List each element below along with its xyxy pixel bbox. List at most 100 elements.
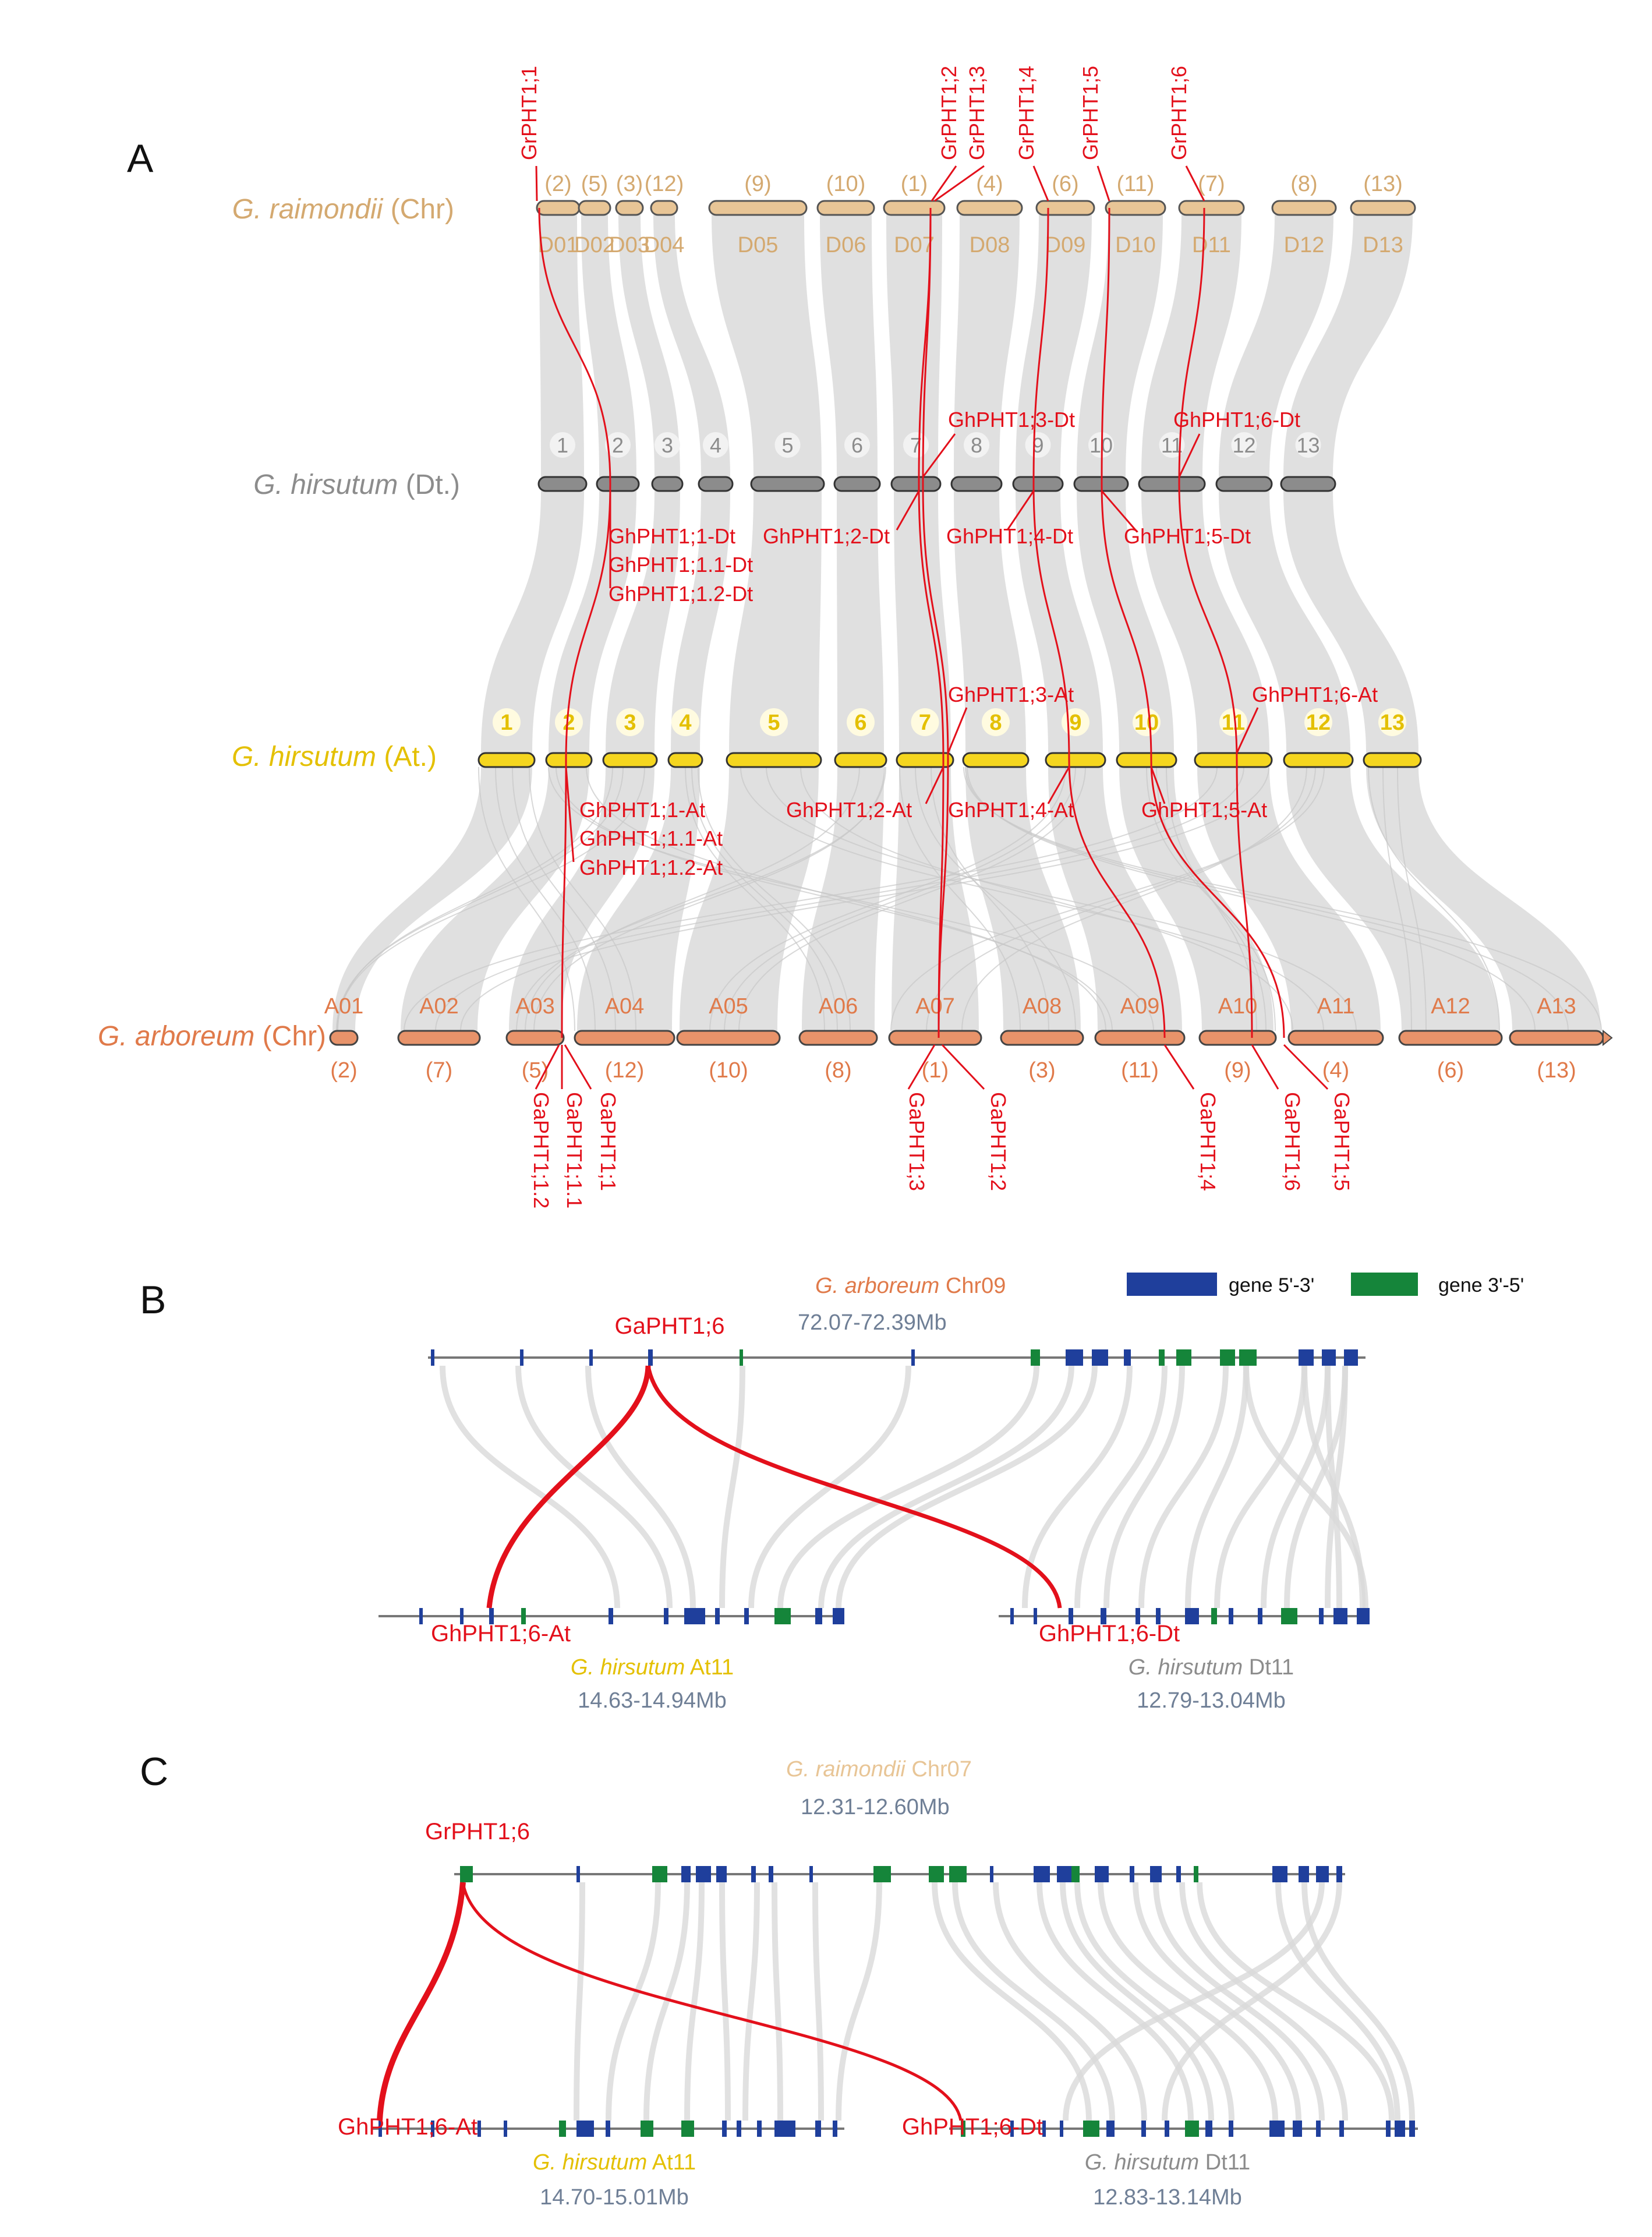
synteny-ribbon-at-a-3 <box>577 767 700 1031</box>
panel-c-ribbon-23 <box>1162 1882 1342 2121</box>
gr-gene-leader-3 <box>934 165 985 202</box>
synteny-ribbon-at-a-12 <box>1366 767 1601 1031</box>
panel-c-top-gene-2 <box>576 1866 580 1882</box>
arboreum-chromosome-9 <box>1094 1030 1186 1046</box>
panel-b-top-gene-4 <box>648 1349 653 1366</box>
panel-b-bottom-right-gene-9 <box>1229 1608 1233 1624</box>
arboreum-chr-name-1: A01 <box>324 994 364 1019</box>
hirsutum-dt-number-12: 12 <box>1232 433 1255 457</box>
at-gene-label-7: GhPHT1;5-At <box>1141 798 1267 822</box>
gr-gene-label-1: GrPHT1;1 <box>517 66 541 160</box>
panel-c-ribbon-10 <box>952 1882 1115 2121</box>
synteny-line-at-a-36 <box>435 766 1244 1031</box>
raimondii-italic: G. raimondii <box>232 194 384 225</box>
at-gene-leader-5 <box>1150 766 1166 804</box>
panel-c-bottom-left-gene-15 <box>833 2121 837 2137</box>
hirsutum-dt-number-5: 5 <box>781 433 793 457</box>
hirsutum-dt-chromosome-8 <box>950 476 1003 492</box>
panel-c-link-at <box>377 1882 466 2121</box>
hirsutum-at-number-6: 6 <box>854 711 866 735</box>
synteny-ribbon-dt-at-0 <box>481 491 584 753</box>
panel-c-ribbon-4 <box>719 1882 731 2121</box>
ga-gene-leader-5 <box>941 1044 985 1090</box>
hirsutum-dt-suffix: (Dt.) <box>398 469 460 500</box>
hirsutum-at-number-badge-4 <box>671 708 699 736</box>
synteny-line-at-a-4 <box>766 766 1357 1031</box>
panel-c-bottom-right-gene-15 <box>1339 2121 1344 2137</box>
dt-gene-label-1: GhPHT1;1-Dt <box>609 524 735 548</box>
hirsutum-dt-chromosome-1 <box>537 476 588 492</box>
hirsutum-dt-chromosome-4 <box>698 476 734 492</box>
synteny-line-at-a-23 <box>460 766 1269 1031</box>
raimondii-chromosome-4 <box>650 200 678 216</box>
dt-gene-leader-4 <box>1006 490 1035 531</box>
hirsutum-at-number-badge-11 <box>1219 708 1247 736</box>
arboreum-count-12: (6) <box>1437 1058 1464 1083</box>
hirsutum-at-chromosome-7 <box>896 752 954 768</box>
panel-c-top-gene-8 <box>769 1866 773 1882</box>
dt-gene-leader-5 <box>1101 490 1137 531</box>
arboreum-chr-name-5: A05 <box>709 994 748 1019</box>
gr-gene-label-2: GrPHT1;2 <box>937 66 961 160</box>
panel-c-top-gene-6 <box>716 1866 727 1882</box>
synteny-ribbon-d-dt-5 <box>820 215 878 477</box>
panel-b-bottom-left-gene-6 <box>664 1608 668 1624</box>
hirsutum-dt-number-badge-1 <box>550 432 575 458</box>
ga-gene-leader-7 <box>1251 1044 1279 1090</box>
panel-c-top-gene-25 <box>1336 1866 1342 1882</box>
panel-c-top-gene-24 <box>1316 1866 1329 1882</box>
arboreum-chr-name-9: A09 <box>1120 994 1160 1019</box>
gene-link-at-a-4 <box>1068 759 1166 1038</box>
arboreum-chr-name-13: A13 <box>1537 994 1576 1019</box>
raimondii-chr-name-7: D07 <box>894 233 935 257</box>
panel-b-bottom-right-gene-7 <box>1185 1608 1199 1624</box>
panel-b-bottom-left-gene-11 <box>815 1608 822 1624</box>
panel-c-letter: C <box>140 1750 168 1794</box>
panel-b-top-gene-12 <box>1176 1349 1191 1366</box>
raimondii-chromosome-6 <box>816 200 875 216</box>
panel-b-bottom-right-gene-1 <box>1010 1608 1014 1624</box>
panel-b-bottom-right-gene-8 <box>1211 1608 1217 1624</box>
panel-b-right-suffix: Dt11 <box>1243 1655 1294 1680</box>
panel-b-top-gene-16 <box>1322 1349 1336 1366</box>
panel-b-right-italic: G. hirsutum <box>1129 1655 1243 1680</box>
panel-b-bottom-right-gene-12 <box>1319 1608 1324 1624</box>
hirsutum-at-chromosome-6 <box>834 752 887 768</box>
hirsutum-at-number-badge-2 <box>555 708 583 736</box>
hirsutum-at-number-5: 5 <box>767 711 780 735</box>
raimondii-count-3: (3) <box>616 172 643 196</box>
panel-c-bottom-right-gene-6 <box>1106 2121 1115 2137</box>
panel-c-bottom-left-gene-14 <box>815 2121 821 2137</box>
panel-b-ribbon-2 <box>585 1365 696 1609</box>
hirsutum-at-number-1: 1 <box>500 711 512 735</box>
hirsutum-at-chromosome-4 <box>667 752 703 768</box>
raimondii-chromosome-10 <box>1105 200 1166 216</box>
hirsutum-at-number-badge-10 <box>1133 708 1161 736</box>
dt-gene-label-5: GhPHT1;3-Dt <box>948 408 1075 432</box>
raimondii-count-1: (2) <box>544 172 571 196</box>
hirsutum-at-number-badge-12 <box>1304 708 1332 736</box>
panel-c-bottom-left-gene-12 <box>757 2121 762 2137</box>
panel-b-top-suffix: Chr09 <box>939 1274 1006 1298</box>
panel-c-ribbon-12 <box>1037 1882 1194 2121</box>
panel-c-bottom-right-gene-16 <box>1386 2121 1391 2137</box>
arboreum-chromosome-8 <box>1000 1030 1084 1046</box>
arboreum-count-2: (7) <box>426 1058 452 1083</box>
panel-c-left-range: 14.70-15.01Mb <box>540 2185 689 2210</box>
hirsutum-dt-chromosome-6 <box>833 476 881 492</box>
panel-c-ribbon-22 <box>1063 1882 1325 2121</box>
synteny-ribbon-at-a-6 <box>892 767 979 1031</box>
arboreum-chromosome-5 <box>676 1030 781 1046</box>
hirsutum-dt-chromosome-3 <box>651 476 684 492</box>
synteny-ribbon-d-dt-11 <box>1219 215 1333 477</box>
hirsutum-dt-chromosome-12 <box>1215 476 1273 492</box>
synteny-ribbon-dt-at-10 <box>1141 491 1269 753</box>
arboreum-arrow-tip <box>1603 1029 1613 1047</box>
hirsutum-at-number-badge-13 <box>1378 708 1406 736</box>
synteny-line-at-a-6 <box>899 766 1021 1031</box>
panel-a-letter: A <box>127 136 154 181</box>
panel-b-top-gene-8 <box>1066 1349 1083 1366</box>
panel-c-top-gene-1 <box>460 1866 473 1882</box>
